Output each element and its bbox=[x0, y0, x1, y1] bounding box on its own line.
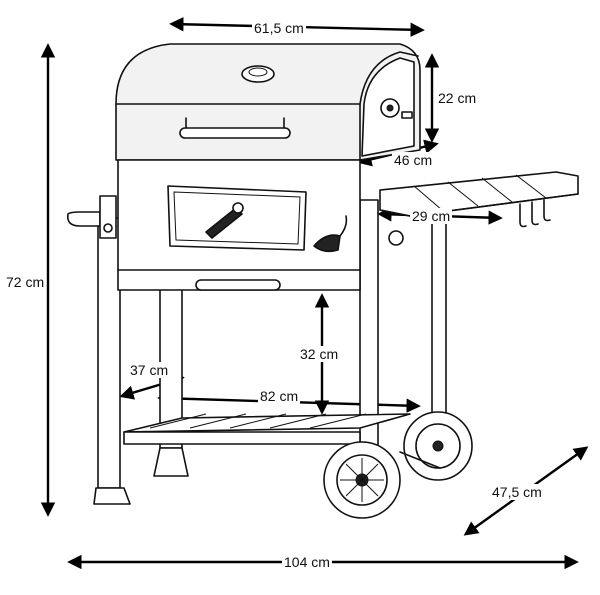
grill-body bbox=[66, 43, 579, 519]
label-lid-depth: 46 cm bbox=[392, 152, 435, 168]
label-total-height: 72 cm bbox=[4, 274, 47, 290]
label-lid-height: 22 cm bbox=[436, 90, 479, 106]
label-shelf-depth: 37 cm bbox=[128, 362, 171, 378]
label-inner-height: 32 cm bbox=[298, 346, 341, 362]
label-width-top: 61,5 cm bbox=[252, 20, 306, 36]
label-inner-width: 82 cm bbox=[258, 388, 301, 404]
label-shelf-width: 29 cm bbox=[410, 208, 453, 224]
label-depth: 47,5 cm bbox=[490, 484, 544, 500]
label-total-width: 104 cm bbox=[282, 554, 332, 570]
